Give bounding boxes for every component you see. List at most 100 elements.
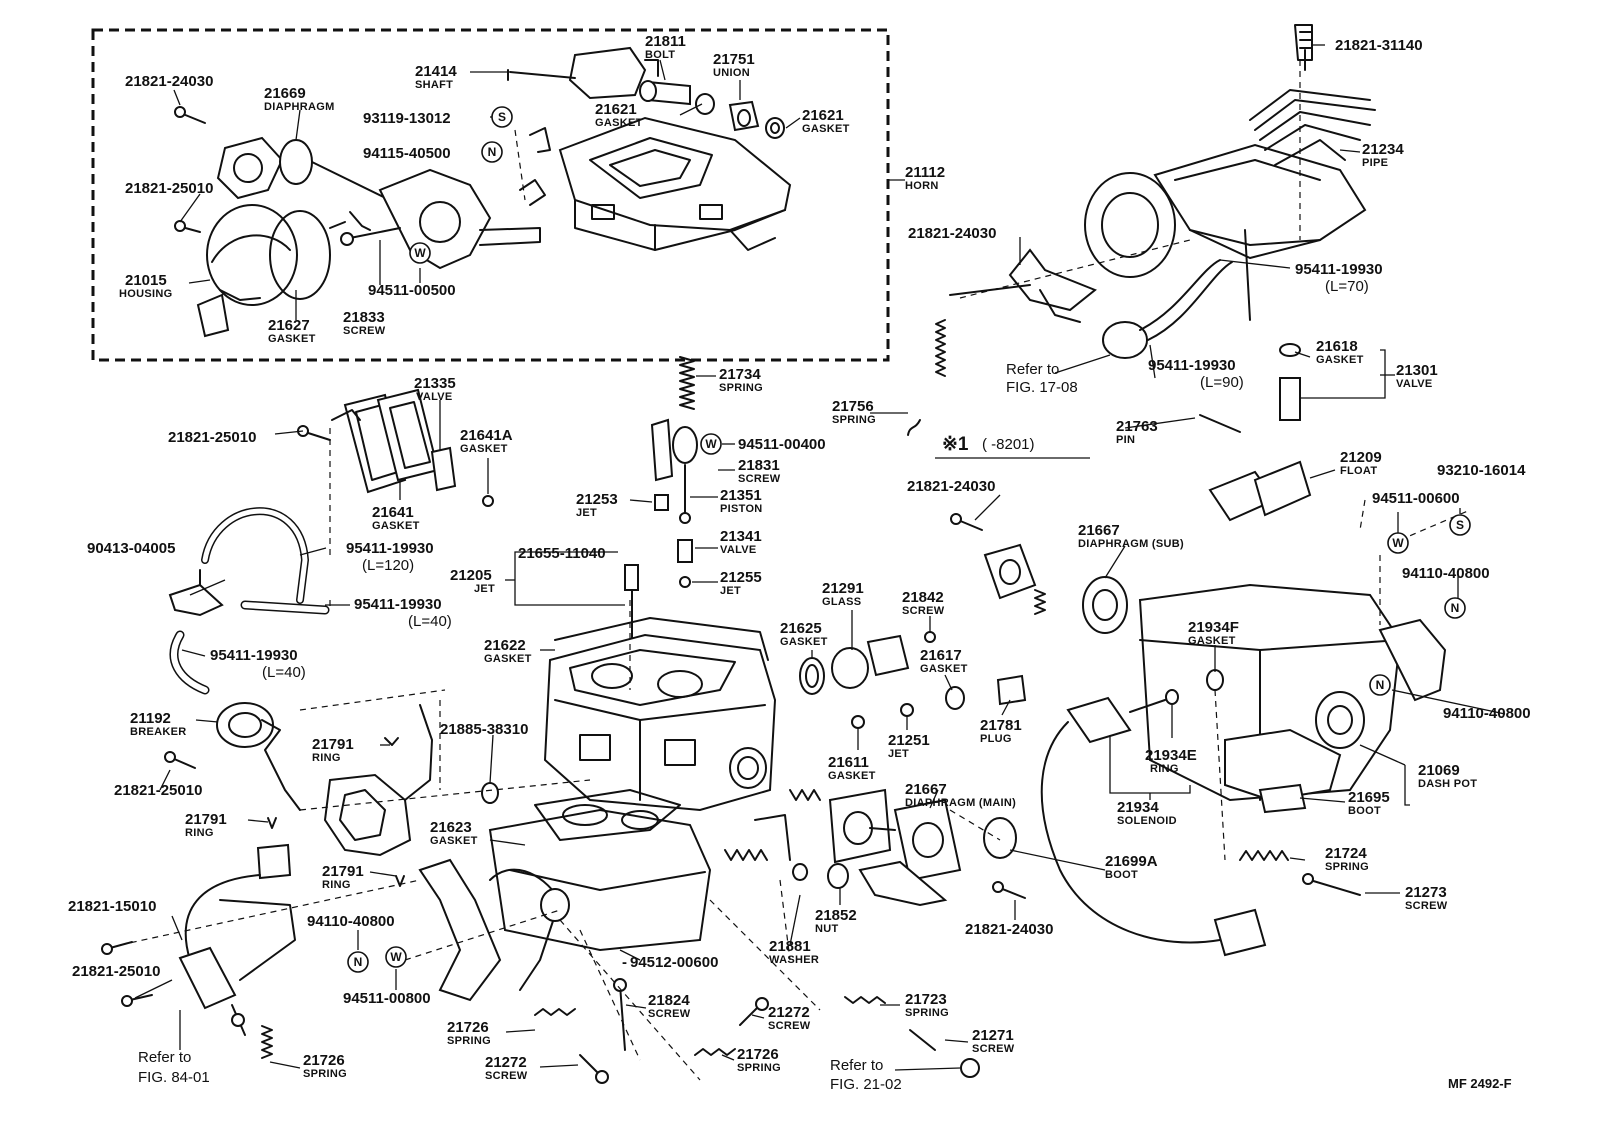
svg-text:94511-00600: 94511-00600 [1372, 490, 1460, 507]
part-label: 21821-25010 [72, 963, 160, 980]
part-label: 93119-13012 [363, 110, 451, 127]
part-label: 95411-19930(L=90) [1148, 357, 1244, 391]
svg-text:SCREW: SCREW [902, 605, 945, 617]
svg-text:21734: 21734 [719, 366, 761, 383]
symbol-w-marker: W [385, 946, 407, 968]
shaft-drawing [507, 46, 659, 100]
svg-text:94110-40800: 94110-40800 [1443, 705, 1531, 722]
svg-text:Refer to: Refer to [830, 1057, 883, 1074]
part-label: 21821-24030 [125, 73, 213, 90]
svg-text:21821-24030: 21821-24030 [965, 921, 1053, 938]
bolt-union-drawing [639, 80, 785, 139]
svg-text:94511-00500: 94511-00500 [368, 282, 456, 299]
svg-text:21627: 21627 [268, 317, 310, 334]
svg-text:21015: 21015 [125, 272, 167, 289]
svg-text:21934F: 21934F [1188, 619, 1239, 636]
svg-text:-: - [622, 954, 627, 971]
part-label: 21821-24030 [965, 921, 1053, 938]
svg-text:94110-40800: 94110-40800 [1402, 565, 1490, 582]
part-label: 95411-19930(L=70) [1295, 261, 1383, 295]
part-label: 94110-40800 [1443, 705, 1531, 722]
part-label: 21821-25010 [168, 429, 256, 446]
svg-text:21253: 21253 [576, 491, 618, 508]
svg-text:21623: 21623 [430, 819, 472, 836]
svg-text:RING: RING [322, 879, 351, 891]
svg-text:21611: 21611 [828, 754, 869, 771]
symbol-s-marker: S [491, 106, 513, 128]
svg-text:SCREW: SCREW [768, 1020, 811, 1032]
svg-text:GASKET: GASKET [268, 333, 316, 345]
diaphragm-housing-drawing [196, 136, 541, 338]
svg-text:21669: 21669 [264, 85, 306, 102]
svg-text:SPRING: SPRING [303, 1068, 347, 1080]
svg-text:SPRING: SPRING [719, 382, 763, 394]
diaphragm-sub-drawing [950, 513, 1128, 634]
carburetor-body-drawing [418, 617, 777, 1002]
pipe-assembly-drawing [949, 24, 1376, 359]
diaphragm-main-drawing [724, 589, 1046, 907]
note-mark-1: ※1 ( -8201) [935, 434, 1090, 459]
svg-text:NUT: NUT [815, 923, 839, 935]
svg-text:21791: 21791 [312, 736, 354, 753]
svg-text:94511-00800: 94511-00800 [343, 990, 431, 1007]
svg-text:21335: 21335 [414, 375, 456, 392]
parts-artwork [101, 24, 1447, 1084]
svg-text:95411-19930: 95411-19930 [354, 596, 442, 613]
svg-text:21618: 21618 [1316, 338, 1358, 355]
symbol-n-marker: N [1444, 597, 1466, 619]
svg-text:21756: 21756 [832, 398, 874, 415]
svg-text:RING: RING [312, 752, 341, 764]
svg-text:UNION: UNION [713, 67, 750, 79]
svg-text:21791: 21791 [185, 811, 227, 828]
svg-text:Refer to: Refer to [1006, 361, 1059, 378]
svg-text:(L=120): (L=120) [362, 557, 414, 574]
svg-text:JET: JET [474, 583, 495, 595]
svg-text:95411-19930: 95411-19930 [210, 647, 298, 664]
solenoid-left-drawing [101, 843, 296, 1059]
svg-text:21821-25010: 21821-25010 [125, 180, 213, 197]
lower-screws-springs-drawing [534, 978, 980, 1084]
svg-text:SPRING: SPRING [905, 1007, 949, 1019]
part-label: 21655-11040 [518, 545, 606, 562]
svg-text:SCREW: SCREW [972, 1043, 1015, 1055]
part-label: 94115-40500 [363, 145, 451, 162]
svg-text:21723: 21723 [905, 991, 947, 1008]
svg-text:21811: 21811 [645, 33, 686, 50]
svg-text:BREAKER: BREAKER [130, 726, 187, 738]
svg-text:WASHER: WASHER [769, 954, 819, 966]
svg-text:21831: 21831 [738, 457, 780, 474]
valve-gasket-left-drawing [297, 388, 494, 507]
svg-text:GASKET: GASKET [484, 653, 532, 665]
svg-text:94511-00400: 94511-00400 [738, 436, 826, 453]
part-label: 95411-19930(L=40) [354, 596, 452, 630]
svg-text:RING: RING [185, 827, 214, 839]
svg-text:DASH POT: DASH POT [1418, 778, 1477, 790]
